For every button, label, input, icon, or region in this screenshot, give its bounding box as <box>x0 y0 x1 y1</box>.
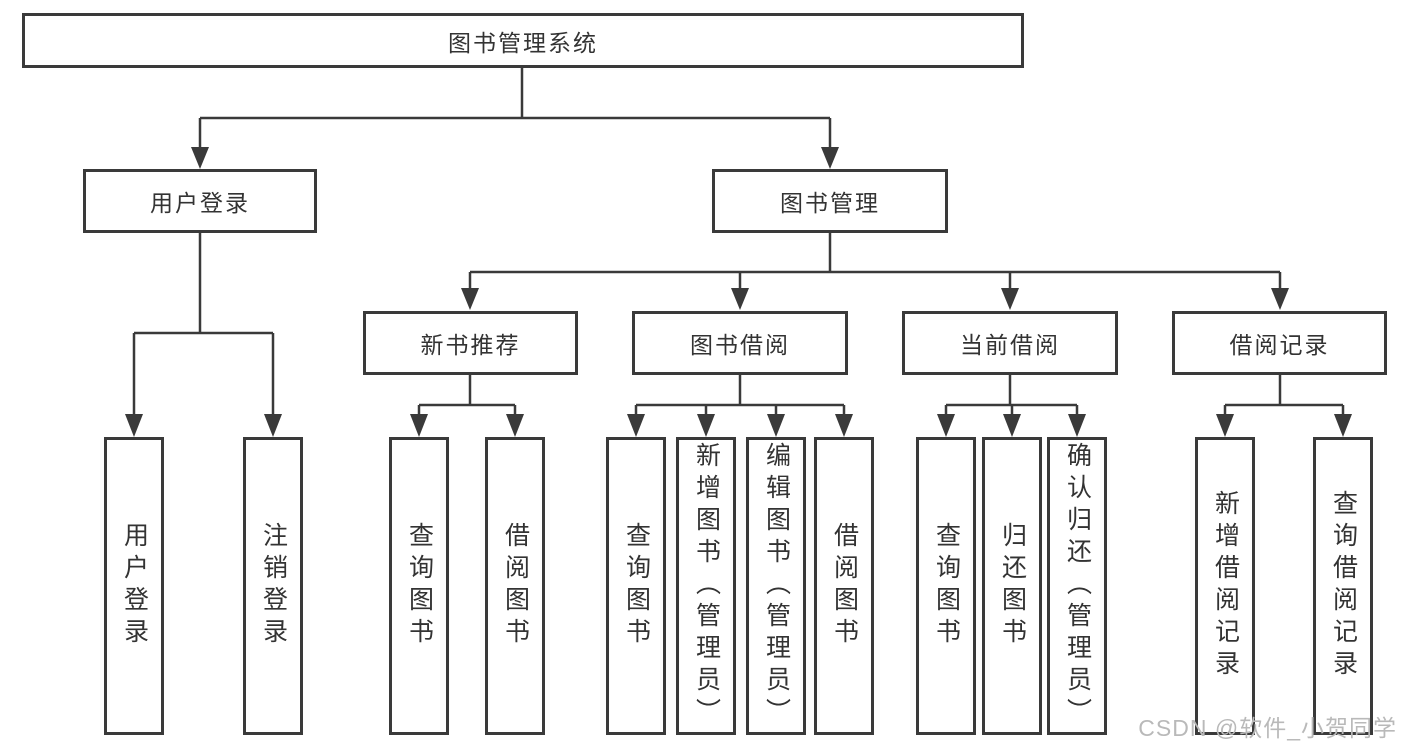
node-label: 借阅记录 <box>1229 332 1330 358</box>
node-label: 图书管理系统 <box>448 29 598 56</box>
connector-paths <box>132 67 1345 416</box>
node-label: 图书借阅 <box>690 332 790 358</box>
node-label: 确认归还（管理员） <box>1063 442 1092 730</box>
node-label: 编辑图书（管理员） <box>762 442 791 730</box>
node-book-management: 图书管理 <box>712 169 948 233</box>
leaf-borrow-books-recommend: 借阅图书 <box>485 437 545 735</box>
leaf-borrow-books-borrowing: 借阅图书 <box>814 437 874 735</box>
node-root: 图书管理系统 <box>22 13 1024 68</box>
node-label: 查询借阅记录 <box>1329 490 1358 682</box>
node-label: 新增图书（管理员） <box>692 442 721 730</box>
node-label: 图书管理 <box>780 190 880 216</box>
leaf-add-books-admin: 新增图书（管理员） <box>676 437 736 735</box>
node-book-borrowing: 图书借阅 <box>632 311 848 375</box>
node-current-borrowing: 当前借阅 <box>902 311 1118 375</box>
node-label: 新增借阅记录 <box>1211 490 1240 682</box>
node-label: 用户登录 <box>120 522 149 650</box>
watermark: CSDN @软件_小贺同学 <box>1138 715 1397 741</box>
leaf-add-borrow-record: 新增借阅记录 <box>1195 437 1255 735</box>
node-label: 查询图书 <box>405 522 434 650</box>
node-label: 当前借阅 <box>960 332 1060 358</box>
arrowheads <box>125 147 1352 437</box>
leaf-confirm-return-admin: 确认归还（管理员） <box>1047 437 1107 735</box>
node-label: 归还图书 <box>998 522 1027 650</box>
node-label: 用户登录 <box>150 190 250 216</box>
node-borrowing-records: 借阅记录 <box>1172 311 1387 375</box>
node-user-login: 用户登录 <box>83 169 317 233</box>
leaf-query-books-current: 查询图书 <box>916 437 976 735</box>
leaf-query-books-recommend: 查询图书 <box>389 437 449 735</box>
leaf-logout: 注销登录 <box>243 437 303 735</box>
leaf-query-borrow-record: 查询借阅记录 <box>1313 437 1373 735</box>
node-new-book-recommendation: 新书推荐 <box>363 311 578 375</box>
leaf-user-login: 用户登录 <box>104 437 164 735</box>
node-label: 查询图书 <box>622 522 651 650</box>
leaf-query-books-borrowing: 查询图书 <box>606 437 666 735</box>
node-label: 借阅图书 <box>501 522 530 650</box>
node-label: 借阅图书 <box>830 522 859 650</box>
node-label: 注销登录 <box>259 522 288 650</box>
leaf-return-books: 归还图书 <box>982 437 1042 735</box>
node-label: 新书推荐 <box>420 332 521 358</box>
node-label: 查询图书 <box>932 522 961 650</box>
leaf-edit-books-admin: 编辑图书（管理员） <box>746 437 806 735</box>
